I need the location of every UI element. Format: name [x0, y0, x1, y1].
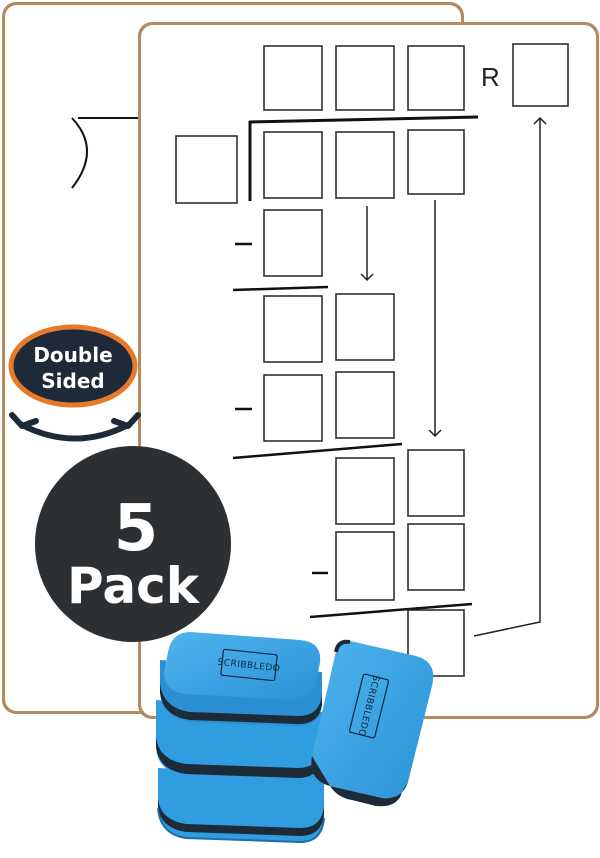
final-remainder-box: [407, 609, 465, 677]
eraser-top-logo-frame: [220, 648, 278, 682]
step1-subtract-box: [263, 209, 323, 277]
double-sided-badge: Double Sided: [8, 324, 141, 442]
remainder-box: [512, 43, 569, 107]
dividend-box-1: [263, 131, 323, 199]
quotient-box-1: [263, 45, 323, 111]
step3-subtract-box-1: [335, 531, 395, 601]
double-sided-line2: Sided: [41, 369, 104, 393]
step2-result-box-1: [263, 295, 323, 363]
quotient-box-2: [335, 45, 395, 111]
division-bar: [248, 115, 479, 124]
flip-arrow-icon: [19, 422, 131, 442]
step2-subtract-box-2: [335, 371, 395, 439]
step2-result-box-2: [335, 293, 395, 361]
dividend-box-3: [407, 129, 465, 195]
step2-line: [232, 442, 403, 460]
pack-number: 5: [114, 492, 159, 566]
five-pack-badge: 5 Pack: [35, 446, 231, 642]
eraser-tilted: SCRIBBLEDO: [311, 639, 434, 807]
step2-subtract-box-1: [263, 374, 323, 442]
eraser-top: SCRIBBLEDO: [160, 632, 322, 726]
step1-line: [232, 285, 329, 292]
eraser-bottom: [157, 768, 325, 844]
quotient-box-3: [407, 45, 465, 111]
step3-line: [309, 602, 473, 619]
pack-word: Pack: [67, 557, 201, 615]
division-bracket: [71, 117, 88, 189]
dividend-box-2: [335, 131, 395, 199]
divisor-box: [175, 135, 238, 204]
remainder-arrow: [473, 116, 547, 637]
step3-subtract-box-2: [407, 523, 465, 591]
double-sided-line1: Double: [33, 343, 112, 367]
remainder-label: R: [481, 62, 500, 92]
eraser-stack: SCRIBBLEDO SCRIBBLEDO: [156, 632, 434, 844]
step3-result-box-1: [335, 457, 395, 525]
eraser-tilted-logo-frame: [348, 673, 390, 739]
front-whiteboard: R: [138, 22, 599, 719]
step3-result-box-2: [407, 449, 465, 517]
